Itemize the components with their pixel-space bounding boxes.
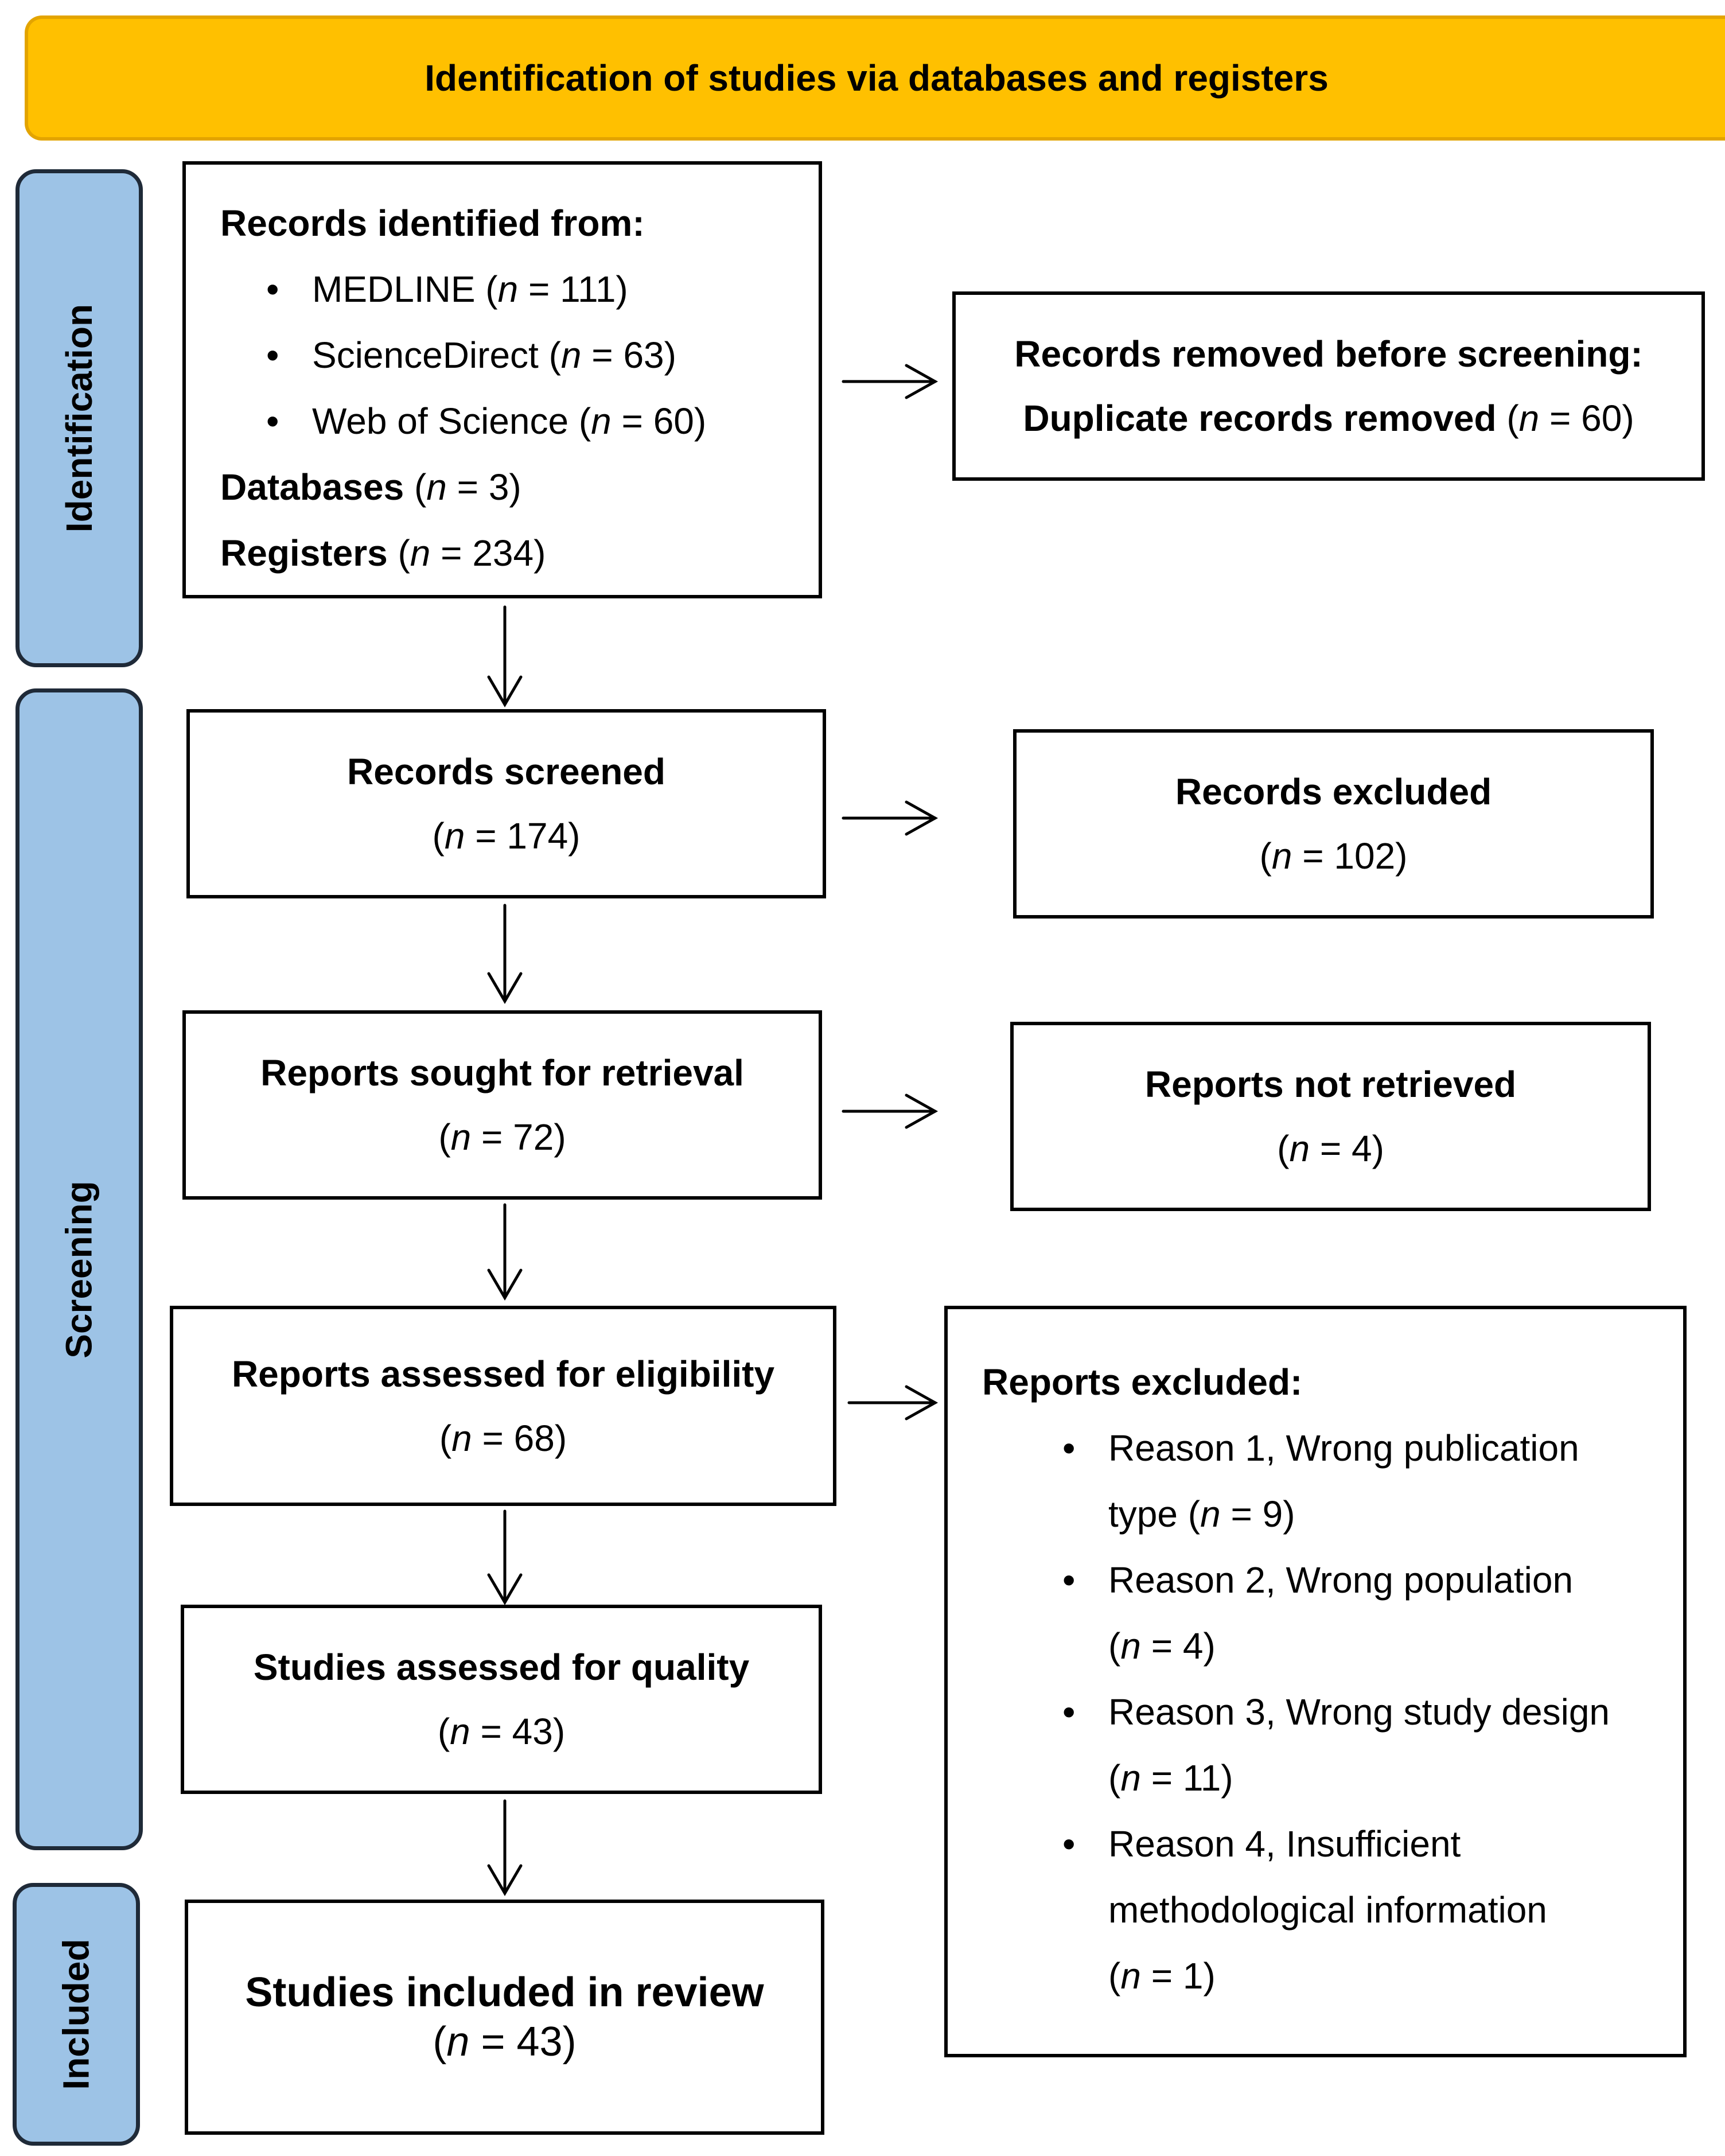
reports-sought-box: Reports sought for retrieval (n = 72)	[182, 1010, 822, 1200]
arrow-down-icon	[487, 1799, 523, 1896]
arrow-right-icon	[847, 1385, 939, 1421]
list-item: Reason 2, Wrong population(n = 4)	[982, 1547, 1683, 1679]
list-item: ScienceDirect (n = 63)	[220, 322, 819, 388]
studies-included-title: Studies included in review	[245, 1969, 764, 2015]
studies-quality-box: Studies assessed for quality (n = 43)	[181, 1605, 822, 1794]
studies-included-count: (n = 43)	[433, 2019, 577, 2065]
reports-excluded-title: Reports excluded:	[982, 1361, 1303, 1403]
records-excluded-title: Records excluded	[1175, 771, 1492, 812]
studies-included-box: Studies included in review (n = 43)	[185, 1900, 824, 2135]
records-excluded-count: (n = 102)	[1259, 835, 1408, 877]
arrow-down-icon	[487, 1203, 523, 1301]
records-removed-box: Records removed before screening: Duplic…	[952, 291, 1705, 481]
list-item: Reason 3, Wrong study design(n = 11)	[982, 1679, 1683, 1811]
list-item: MEDLINE (n = 111)	[220, 256, 819, 322]
reports-excluded-box: Reports excluded: Reason 1, Wrong public…	[944, 1306, 1687, 2057]
arrow-right-icon	[842, 800, 939, 836]
arrow-down-icon	[487, 1509, 523, 1605]
phase-identification: Identification	[15, 169, 143, 667]
reports-assessed-box: Reports assessed for eligibility (n = 68…	[170, 1306, 836, 1506]
list-item: Web of Science (n = 60)	[220, 388, 819, 454]
arrow-down-icon	[487, 605, 523, 707]
reports-not-retrieved-box: Reports not retrieved (n = 4)	[1010, 1022, 1651, 1211]
records-screened-box: Records screened (n = 174)	[186, 709, 826, 898]
records-screened-count: (n = 174)	[432, 815, 581, 857]
reports-assessed-title: Reports assessed for eligibility	[231, 1353, 775, 1395]
arrow-right-icon	[842, 364, 939, 399]
records-excluded-box: Records excluded (n = 102)	[1013, 729, 1654, 919]
databases-line: Databases (n = 3)	[220, 466, 521, 508]
records-identified-title: Records identified from:	[220, 203, 645, 244]
reports-sought-title: Reports sought for retrieval	[260, 1052, 744, 1093]
source-list: MEDLINE (n = 111) ScienceDirect (n = 63)…	[220, 256, 819, 454]
studies-quality-count: (n = 43)	[437, 1711, 566, 1752]
records-screened-title: Records screened	[347, 751, 665, 792]
reports-sought-count: (n = 72)	[438, 1116, 566, 1158]
duplicates-line: Duplicate records removed (n = 60)	[1023, 398, 1634, 439]
header-banner: Identification of studies via databases …	[25, 15, 1725, 141]
records-identified-box: Records identified from: MEDLINE (n = 11…	[182, 161, 822, 598]
reports-assessed-count: (n = 68)	[439, 1417, 567, 1459]
records-removed-title: Records removed before screening:	[1014, 333, 1643, 375]
arrow-down-icon	[487, 904, 523, 1004]
phase-screening: Screening	[15, 688, 143, 1850]
header-title: Identification of studies via databases …	[425, 57, 1329, 99]
arrow-right-icon	[842, 1093, 939, 1129]
registers-line: Registers (n = 234)	[220, 532, 546, 574]
studies-quality-title: Studies assessed for quality	[253, 1647, 750, 1688]
reports-not-retrieved-title: Reports not retrieved	[1144, 1064, 1517, 1105]
phase-included: Included	[13, 1883, 140, 2146]
reports-not-retrieved-count: (n = 4)	[1277, 1128, 1384, 1169]
